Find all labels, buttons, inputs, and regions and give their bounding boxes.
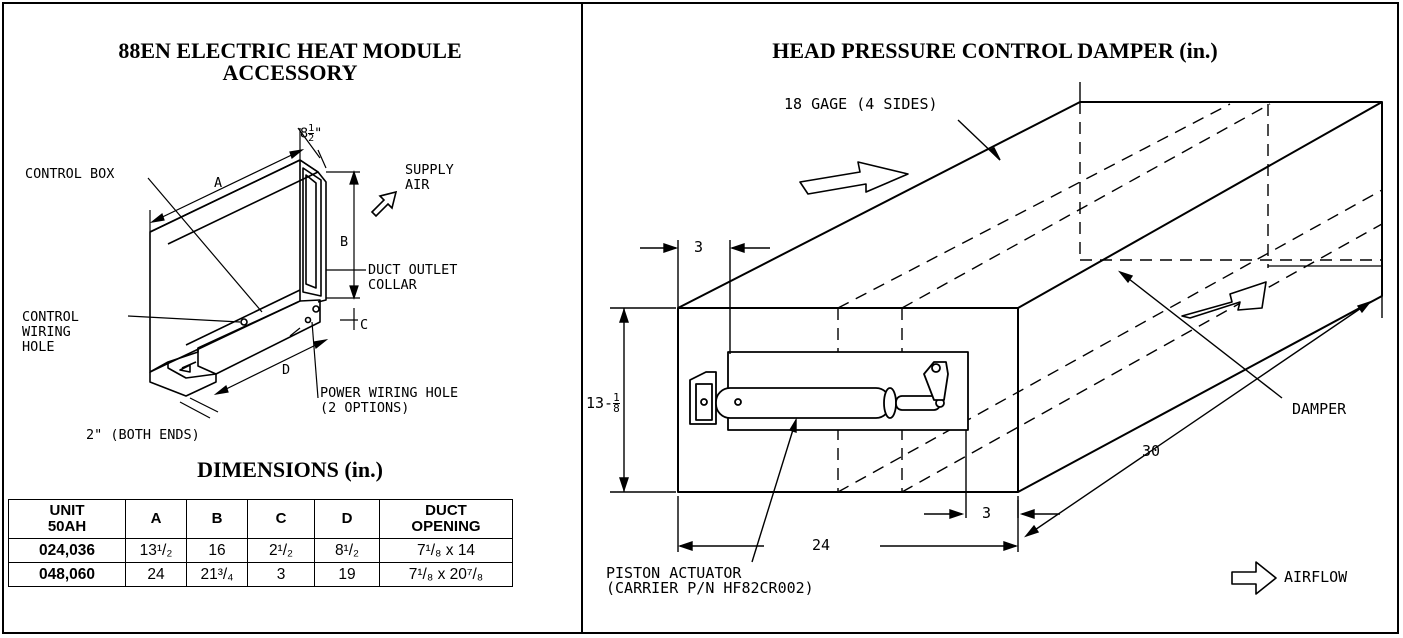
cell-d: 8¹/₂: [314, 538, 380, 563]
cell-d: 19: [314, 562, 380, 587]
table-row: 024,036 13¹/₂ 16 2¹/₂ 8¹/₂ 7¹/₈ x 14: [8, 538, 513, 563]
damper-label: DAMPER: [1292, 400, 1347, 418]
left-panel-title: 88EN ELECTRIC HEAT MODULE ACCESSORY: [30, 40, 550, 84]
dim-3-bottom-label: 3: [982, 504, 992, 522]
dimensions-table: UNIT 50AH A B C D DUCT OPENING 024,036 1…: [8, 499, 513, 587]
duct-outlet-collar-label: DUCT OUTLET COLLAR: [368, 262, 458, 293]
left-title-line1: 88EN ELECTRIC HEAT MODULE: [118, 38, 462, 63]
header-unit-text: UNIT 50AH: [47, 502, 87, 535]
table-header-row: UNIT 50AH A B C D DUCT OPENING: [8, 499, 513, 539]
header-d: D: [314, 499, 380, 539]
right-panel-title: HEAD PRESSURE CONTROL DAMPER (in.): [772, 38, 1218, 63]
header-c: C: [247, 499, 315, 539]
header-b: B: [186, 499, 248, 539]
dim-a-label: A: [214, 175, 223, 191]
header-duct-opening: DUCT OPENING: [379, 499, 513, 539]
dim-13-frac-den: 8: [613, 402, 620, 415]
dim-13-frac-num: 1: [613, 391, 620, 404]
supply-air-label: SUPPLY AIR: [405, 162, 454, 193]
left-title-line2: ACCESSORY: [222, 60, 358, 85]
dim-24-label: 24: [812, 536, 831, 554]
cell-c: 2¹/₂: [247, 538, 315, 563]
airflow-label: AIRFLOW: [1284, 568, 1348, 586]
cell-unit: 048,060: [8, 562, 126, 587]
control-box-label: CONTROL BOX: [25, 166, 115, 182]
width-frac-den: 2: [308, 133, 315, 144]
dim-d-label: D: [282, 362, 291, 378]
cell-b: 16: [186, 538, 248, 563]
cell-c: 3: [247, 562, 315, 587]
width-frac-num: 1: [308, 123, 315, 134]
cell-a: 24: [125, 562, 187, 587]
header-unit: UNIT 50AH: [8, 499, 126, 539]
power-wiring-hole-label: POWER WIRING HOLE (2 OPTIONS): [320, 385, 459, 416]
dim-30-label: 30: [1142, 442, 1161, 460]
header-a: A: [125, 499, 187, 539]
panel-divider: [581, 4, 583, 632]
dimensions-title: DIMENSIONS (in.): [197, 457, 383, 482]
gage-label: 18 GAGE (4 SIDES): [784, 95, 938, 113]
width-dim-whole: 8: [300, 125, 309, 142]
header-duct-opening-text: DUCT OPENING: [411, 502, 481, 535]
cell-b: 21³/₄: [186, 562, 248, 587]
dim-13-whole: 13-: [586, 394, 614, 412]
cell-duct-opening: 7¹/₈ x 20⁷/₈: [379, 562, 513, 587]
dim-c-label: C: [360, 317, 369, 333]
piston-actuator-label: PISTON ACTUATOR (CARRIER P/N HF82CR002): [606, 564, 814, 597]
dim-3-top-label: 3: [694, 238, 704, 256]
cell-a: 13¹/₂: [125, 538, 187, 563]
cell-unit: 024,036: [8, 538, 126, 563]
width-dim-unit: ": [314, 125, 323, 142]
table-row: 048,060 24 21³/₄ 3 19 7¹/₈ x 20⁷/₈: [8, 562, 513, 587]
both-ends-label: 2" (BOTH ENDS): [86, 427, 200, 443]
cell-duct-opening: 7¹/₈ x 14: [379, 538, 513, 563]
control-wiring-hole-label: CONTROL WIRING HOLE: [22, 309, 79, 355]
dim-b-label: B: [340, 234, 349, 250]
